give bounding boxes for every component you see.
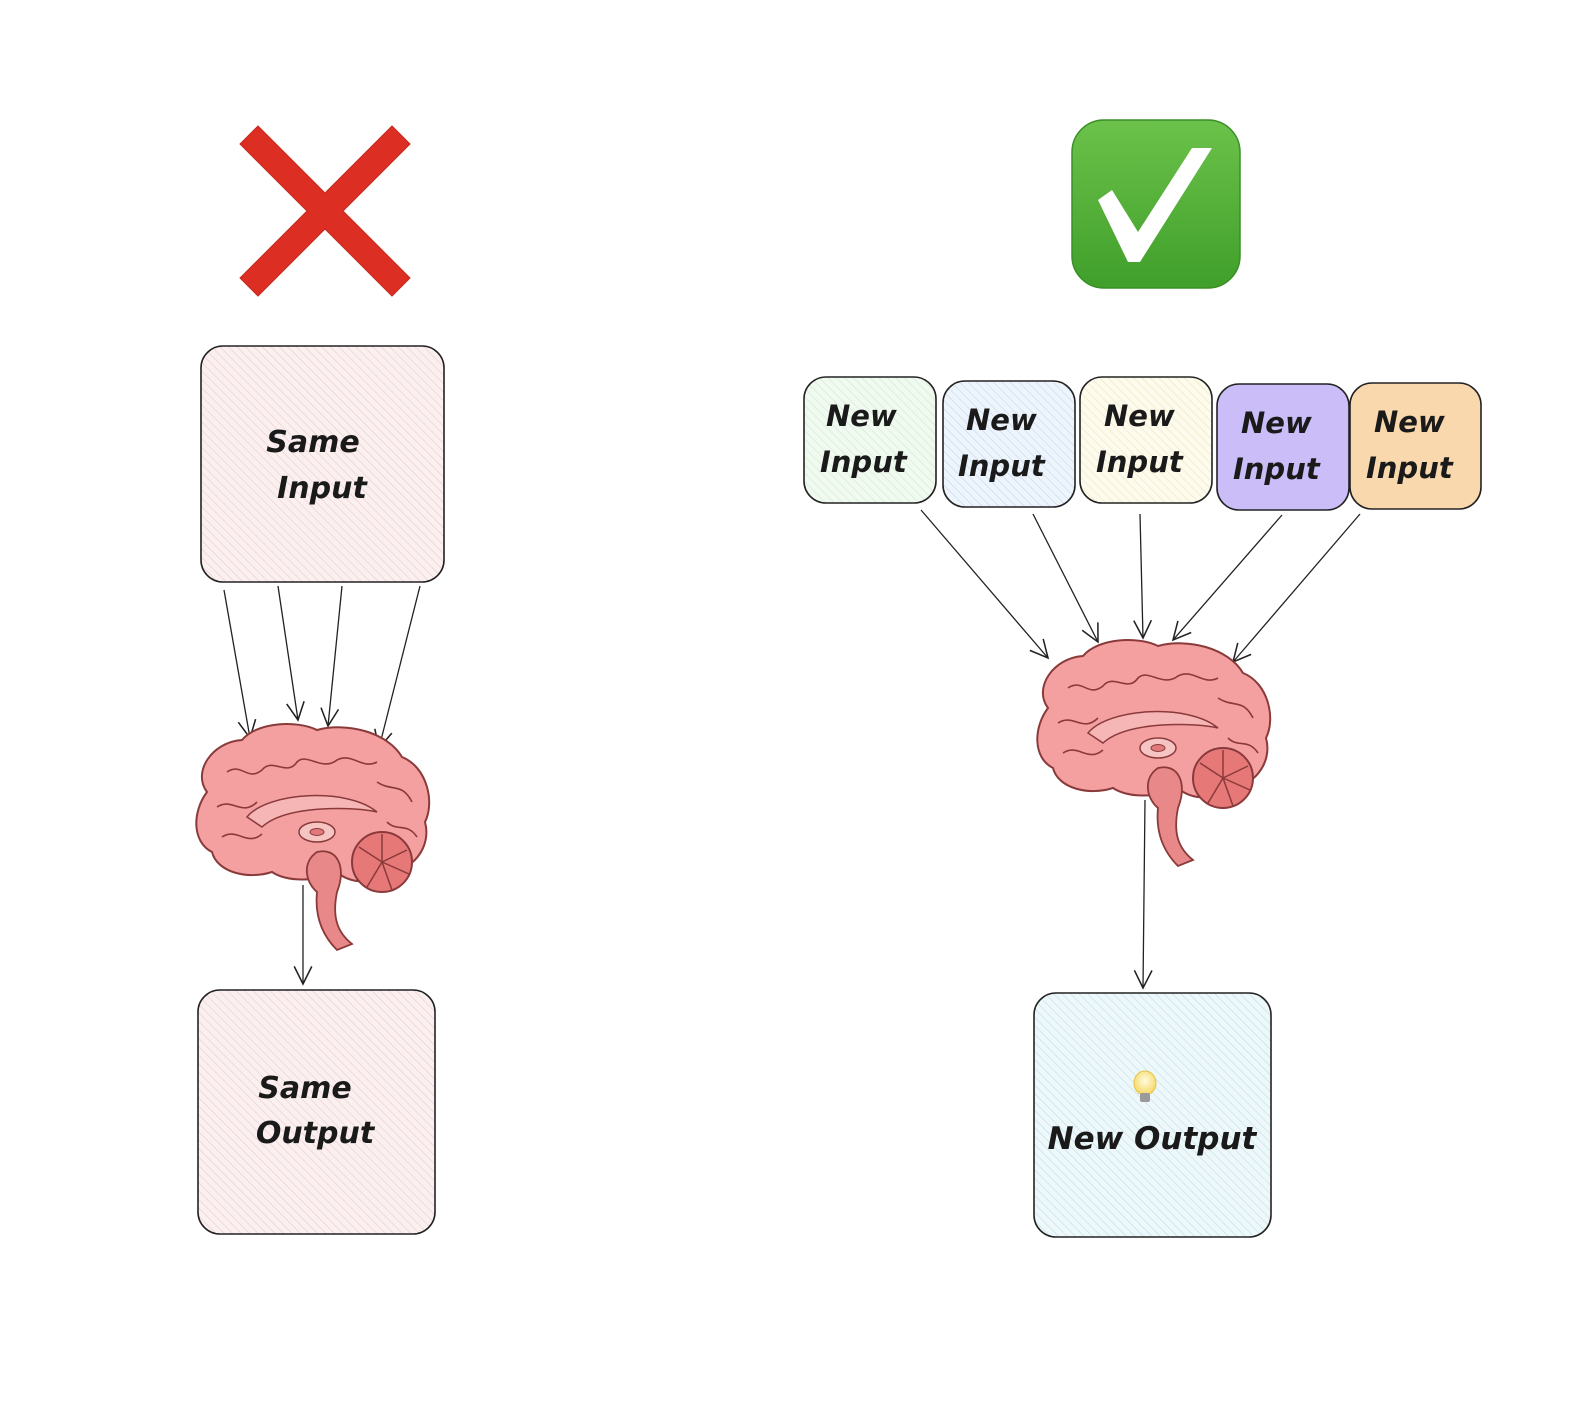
new-input-2-line2: Input [958, 449, 1046, 483]
arrow-2 [1032, 513, 1099, 644]
cross-mark-icon [239, 125, 411, 297]
new-input-box-5: New Input [1349, 382, 1482, 510]
new-input-box-3: New Input [1079, 376, 1213, 504]
new-input-box-2: New Input [942, 380, 1076, 508]
same-input-box: Same Input [200, 345, 445, 583]
arrow-to-new-output [1133, 799, 1153, 990]
new-output-label: New Output [1048, 1121, 1258, 1157]
same-output-label-line1: Same [258, 1071, 351, 1106]
new-input-4-line2: Input [1233, 452, 1321, 486]
same-input-label-line2: Input [277, 471, 368, 506]
arrow-4 [1171, 514, 1283, 642]
new-input-box-1: New Input [803, 376, 937, 504]
new-input-1-line1: New [826, 399, 897, 433]
same-output-box: Same Output [197, 989, 436, 1235]
arrow-4 [374, 585, 421, 750]
new-input-2-line1: New [966, 403, 1037, 437]
same-input-label-line1: Same [266, 425, 359, 460]
arrow-2 [277, 585, 305, 722]
new-input-3-line1: New [1104, 399, 1175, 433]
arrow-1 [223, 589, 257, 740]
new-input-4-line1: New [1241, 406, 1312, 440]
arrow-1 [920, 509, 1050, 660]
arrow-3 [320, 585, 343, 728]
right-panel: New Input New Input New Input New Input … [803, 119, 1482, 1238]
same-output-label-line2: Output [256, 1116, 376, 1151]
new-input-1-line2: Input [820, 445, 908, 479]
light-bulb-icon [1133, 1070, 1157, 1102]
new-input-5-line1: New [1374, 405, 1445, 439]
left-panel: Same Input Same Output [195, 125, 445, 1235]
new-input-3-line2: Input [1096, 445, 1184, 479]
arrow-5 [1231, 513, 1361, 664]
check-mark-button-icon [1071, 119, 1241, 289]
brain-icon [1036, 639, 1272, 867]
arrow-3 [1133, 513, 1153, 640]
left-input-arrows [223, 585, 421, 750]
brain-icon [195, 723, 431, 951]
new-input-5-line2: Input [1366, 451, 1454, 485]
right-input-arrows [920, 509, 1361, 664]
new-input-box-4: New Input [1216, 383, 1350, 511]
new-output-box: New Output [1033, 992, 1272, 1238]
